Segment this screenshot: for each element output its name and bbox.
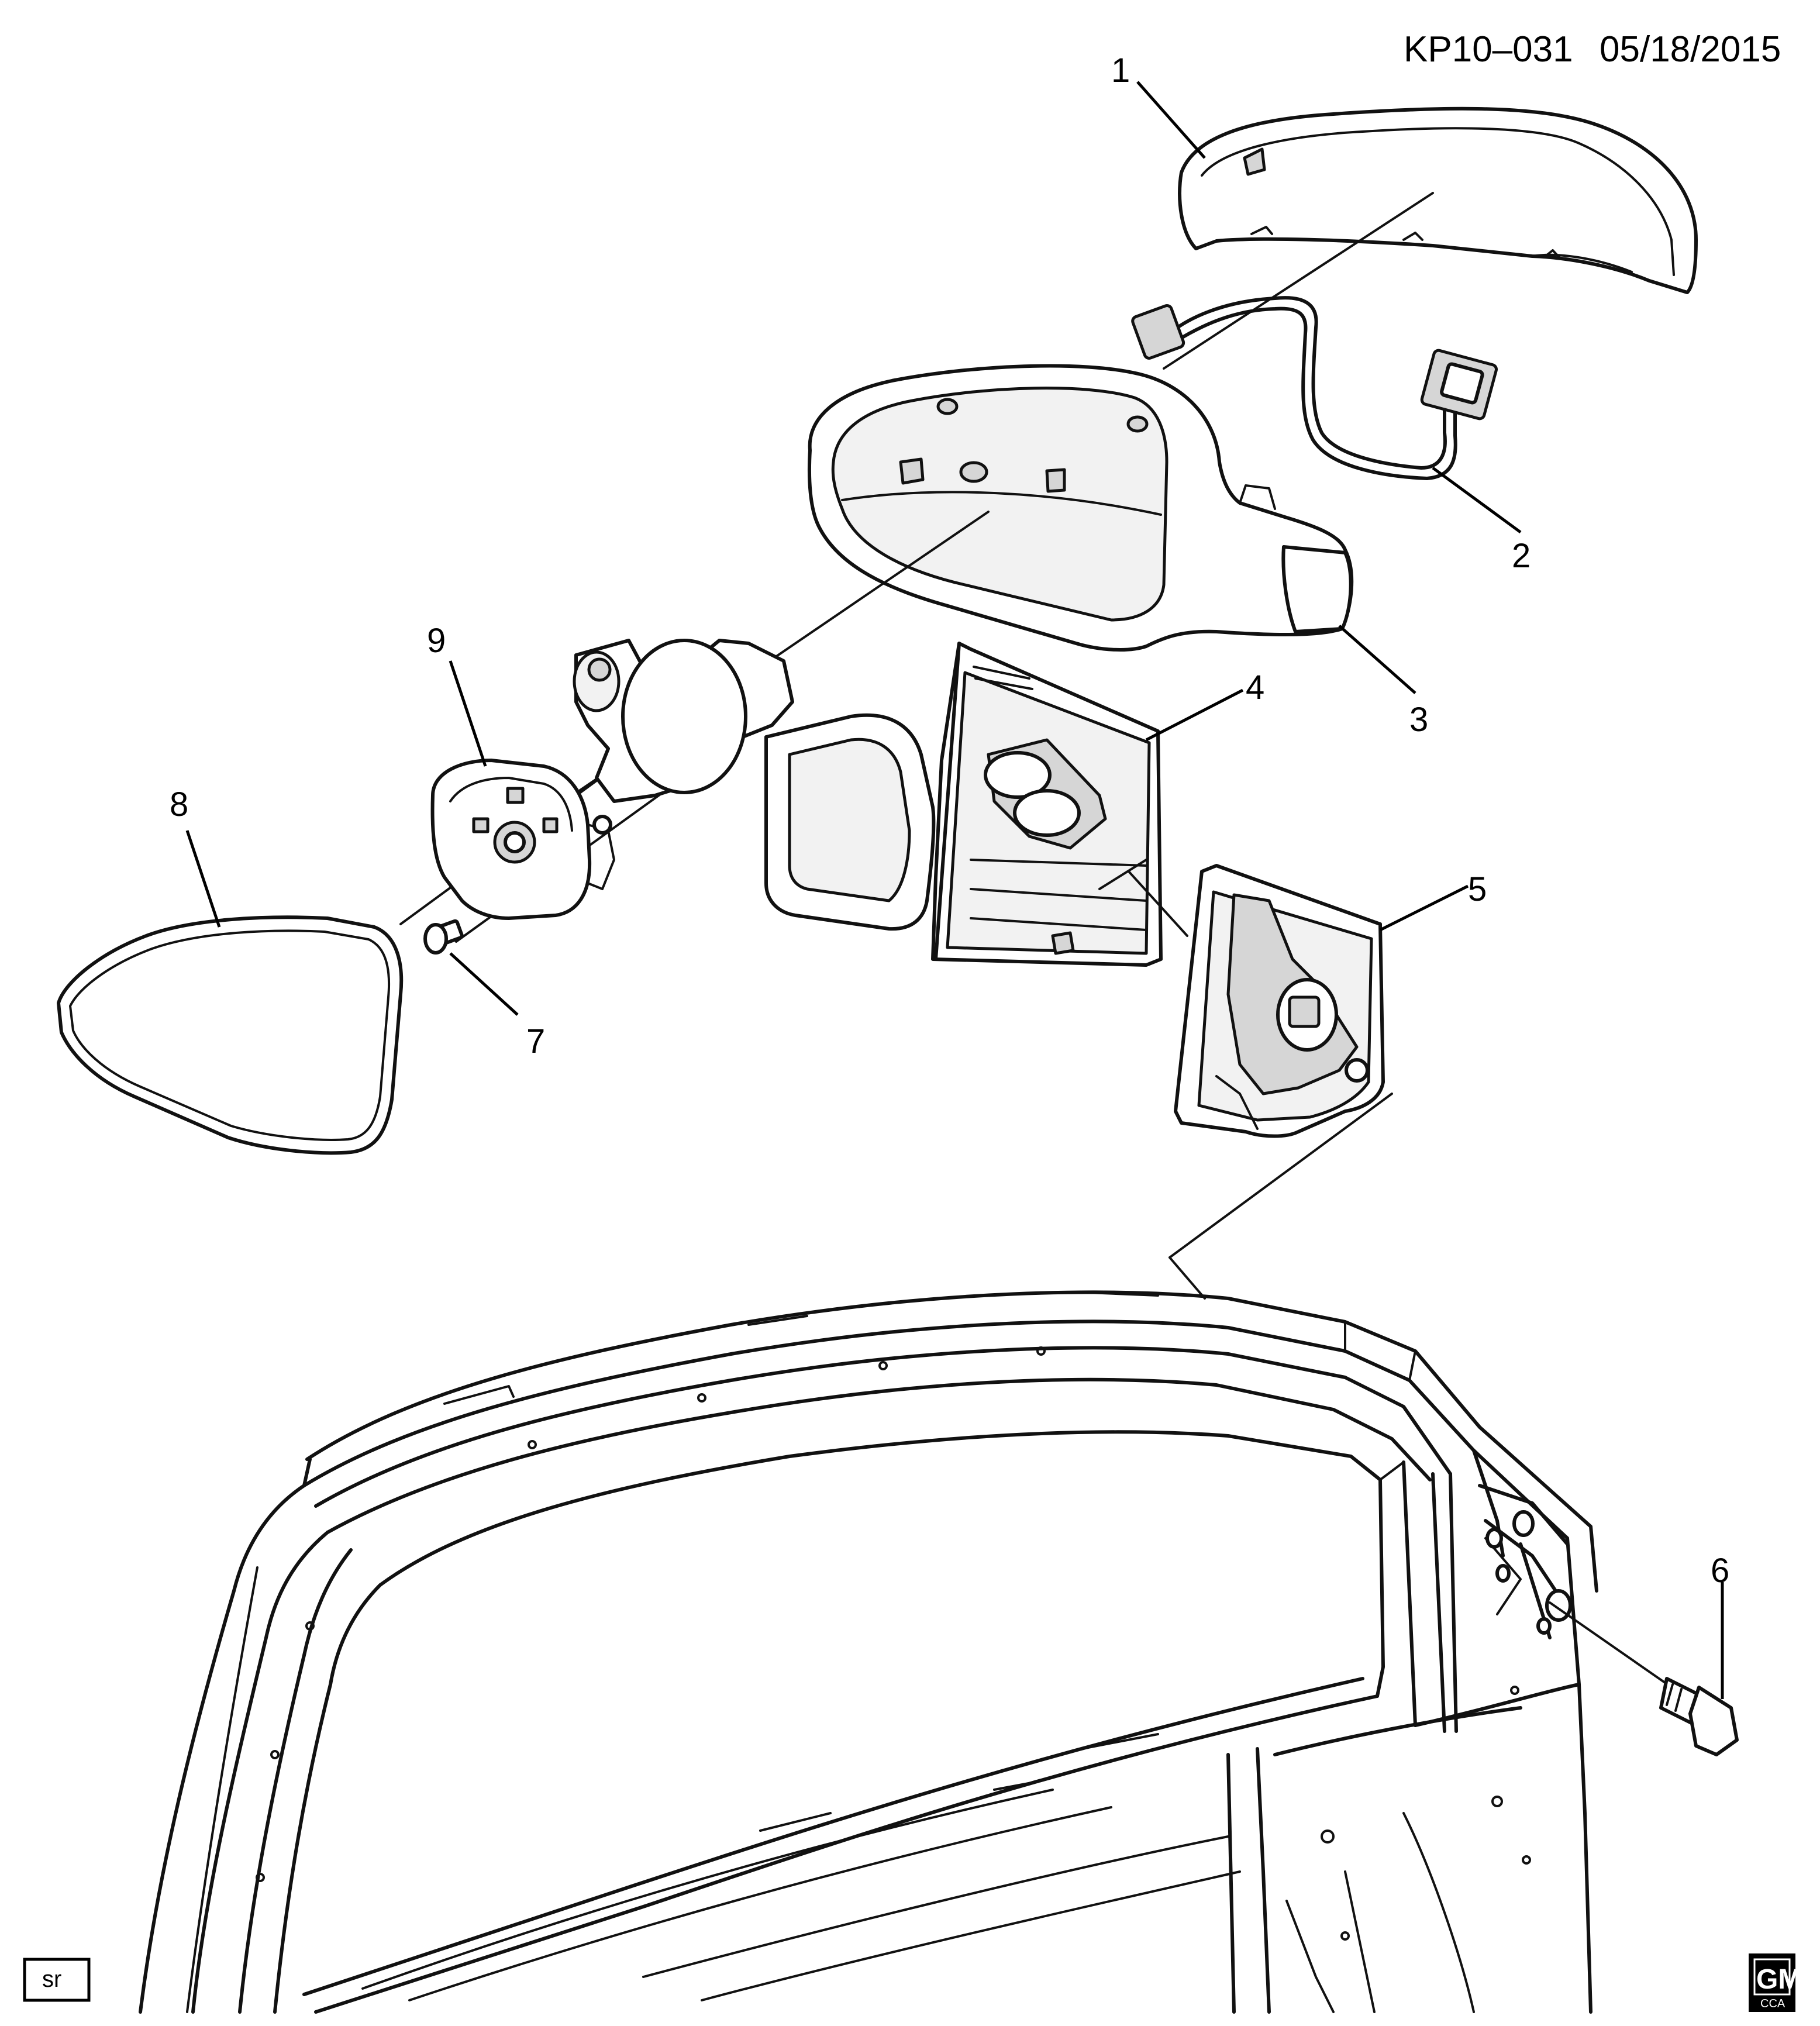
- leader-5: [1379, 884, 1469, 932]
- leader-8: [185, 830, 221, 928]
- leader-7: [449, 952, 519, 1016]
- mirror-frame-part: [573, 639, 794, 803]
- callout-5: 5: [1468, 870, 1487, 908]
- actuator-part: [430, 759, 615, 920]
- leader-3: [1338, 625, 1416, 694]
- callout-4: 4: [1246, 669, 1264, 707]
- mirror-bracket-part: [764, 642, 1163, 967]
- gm-logo-text: GM: [1756, 1964, 1801, 1995]
- assembly-line-1: [1163, 192, 1434, 370]
- callout-1: 1: [1111, 51, 1130, 89]
- assembly-line-5: [1128, 870, 1188, 937]
- diagram-id: KP10–031: [1404, 29, 1573, 70]
- callout-2: 2: [1512, 537, 1531, 575]
- callout-7: 7: [526, 1022, 545, 1060]
- gm-logo-subtext: CCA: [1760, 1997, 1785, 2010]
- gm-logo: GM CCA: [1749, 1953, 1801, 2012]
- wiring-harness-part: [1131, 296, 1498, 480]
- mirror-glass-part: [57, 915, 404, 1155]
- pin-part: [423, 919, 464, 955]
- diagram-date: 05/18/2015: [1600, 29, 1781, 70]
- mirror-base-part: [1174, 864, 1385, 1138]
- callout-8: 8: [170, 785, 188, 824]
- leader-2: [1432, 466, 1522, 534]
- callout-3: 3: [1409, 701, 1428, 739]
- bolt-part: [1659, 1677, 1739, 1756]
- door-frame-part: [139, 1290, 1598, 2014]
- sr-label: sr: [42, 1966, 61, 1992]
- callout-9: 9: [427, 622, 446, 660]
- assembly-line-8: [1549, 1601, 1685, 1697]
- mirror-housing-part: [807, 364, 1354, 652]
- leader-9: [449, 660, 487, 767]
- sr-box: sr: [23, 1958, 91, 2002]
- leader-4: [1145, 688, 1244, 742]
- assembly-line-6: [1168, 1093, 1393, 1259]
- leader-1: [1136, 81, 1206, 159]
- assembly-line-7: [1168, 1256, 1206, 1300]
- mirror-cover-part: [1178, 106, 1698, 294]
- callout-6: 6: [1711, 1552, 1729, 1590]
